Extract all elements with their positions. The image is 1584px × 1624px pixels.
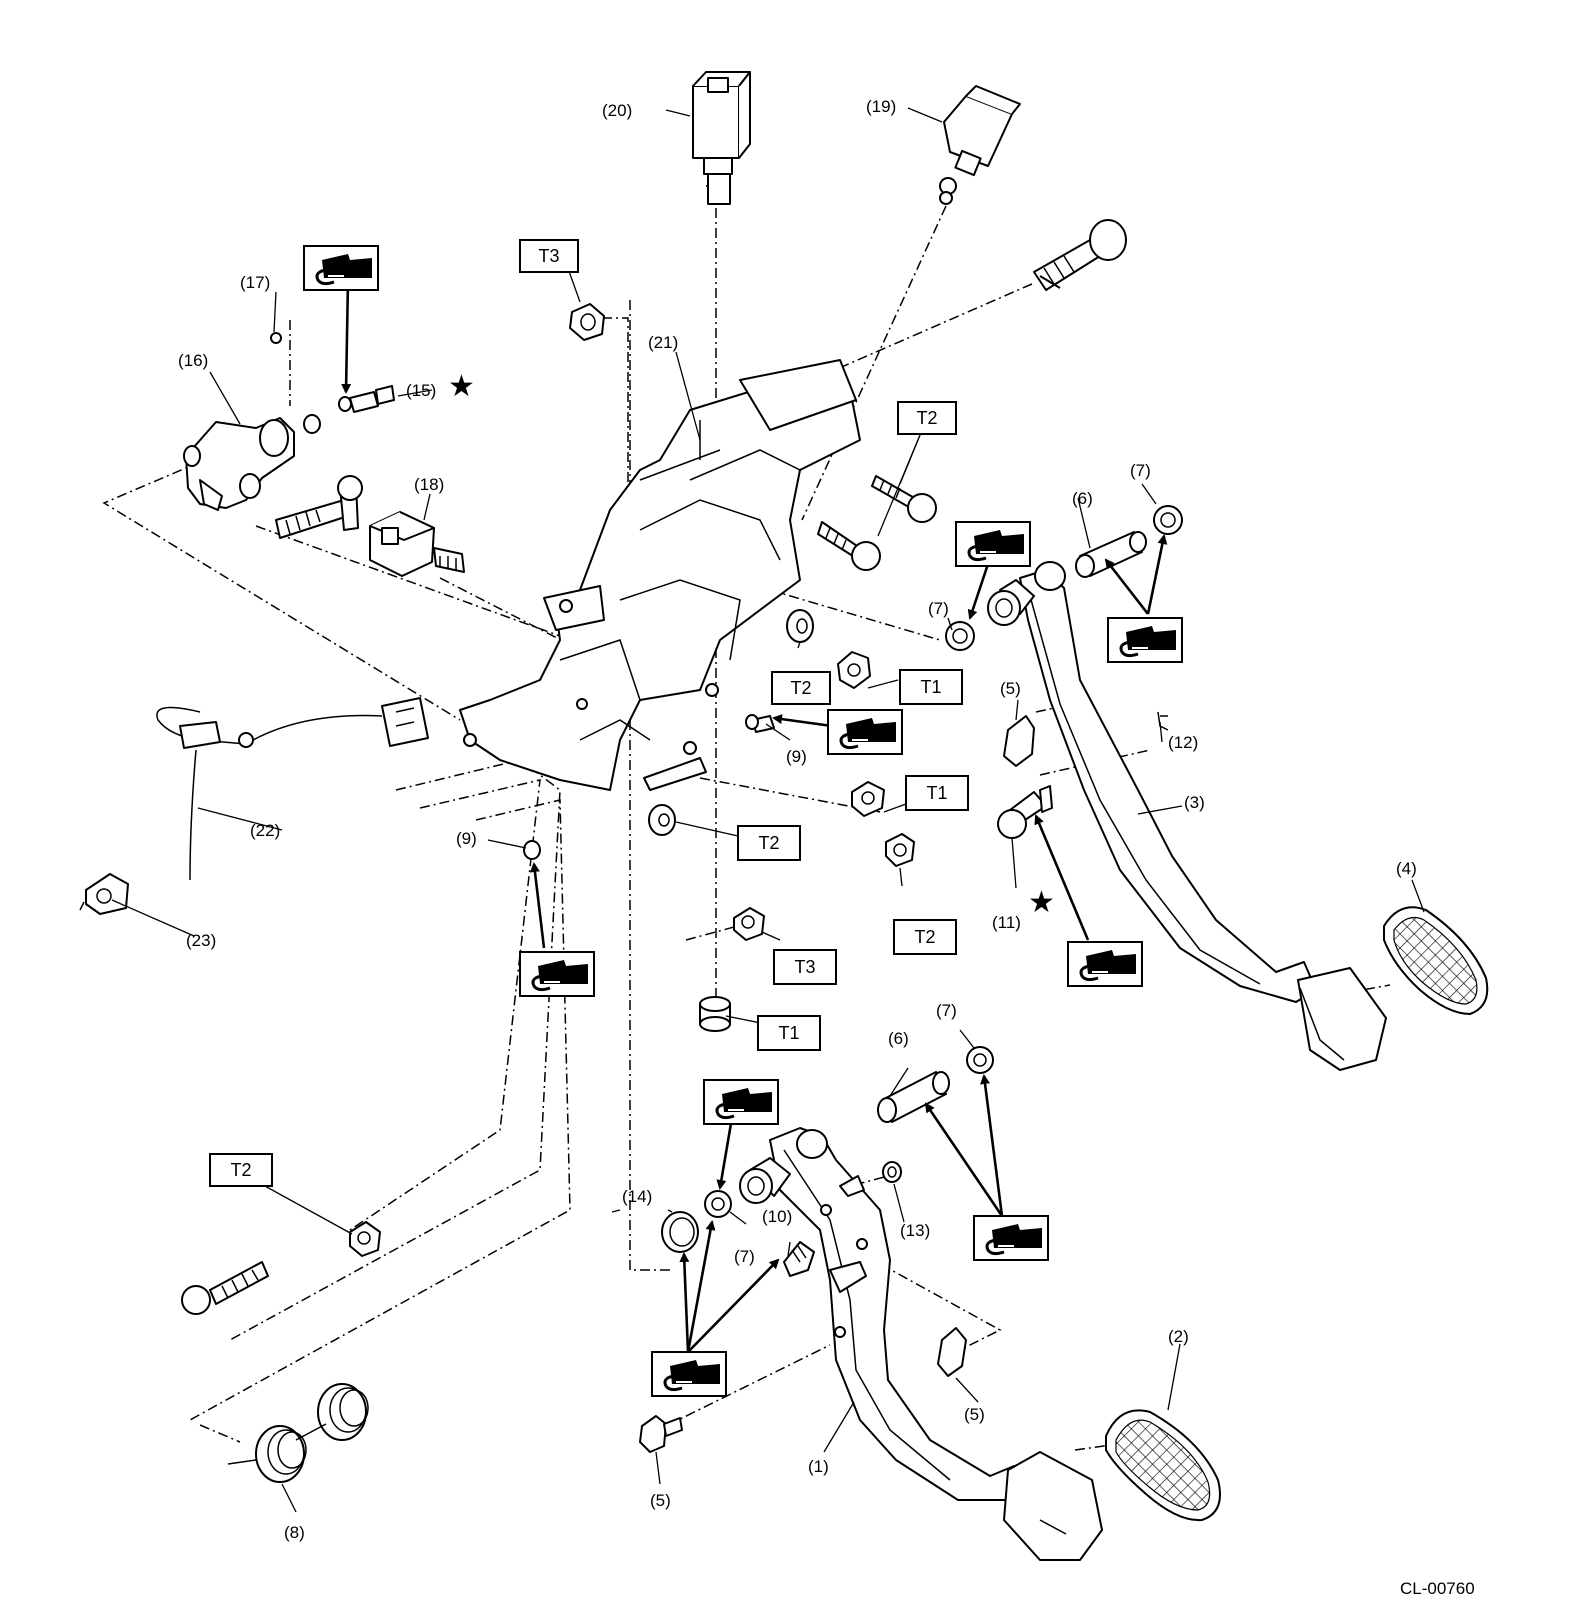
torque-mark-t3: T3 bbox=[773, 949, 837, 985]
svg-text:T1: T1 bbox=[778, 1023, 799, 1043]
part-17-clip bbox=[270, 332, 282, 344]
bolts-t2-angled bbox=[817, 475, 937, 571]
torque-mark-t1: T1 bbox=[757, 1015, 821, 1051]
part-21-pedal-bracket bbox=[459, 359, 861, 791]
part-22-harness bbox=[156, 697, 429, 881]
callout-5: (5) bbox=[964, 1405, 985, 1424]
callout-2: (2) bbox=[1168, 1327, 1189, 1346]
svg-text:T1: T1 bbox=[926, 783, 947, 803]
part-2-pedal-pad bbox=[1105, 1409, 1221, 1522]
part-8-return-spring bbox=[227, 1383, 369, 1483]
torque-mark-t1: T1 bbox=[905, 775, 969, 811]
svg-text:T3: T3 bbox=[794, 957, 815, 977]
part-5-stopper-right bbox=[1003, 715, 1035, 767]
nut-t3-top bbox=[569, 303, 605, 341]
grease-application-icon bbox=[702, 1078, 780, 1126]
part-7-bushing-right bbox=[945, 505, 1183, 651]
svg-text:T3: T3 bbox=[538, 246, 559, 266]
torque-mark-t2: T2 bbox=[209, 1153, 273, 1187]
part-14-spring-ring bbox=[661, 1211, 699, 1253]
callout-9: (9) bbox=[786, 747, 807, 766]
callout-22: (22) bbox=[250, 821, 280, 840]
torque-mark-t2: T2 bbox=[737, 825, 801, 861]
grease-application-icon bbox=[518, 950, 596, 998]
svg-text:T2: T2 bbox=[790, 678, 811, 698]
svg-text:T2: T2 bbox=[916, 408, 937, 428]
svg-text:T2: T2 bbox=[230, 1160, 251, 1180]
callout-12: (12) bbox=[1168, 733, 1198, 752]
callout-4: (4) bbox=[1396, 859, 1417, 878]
part-1-pedal-arm bbox=[739, 1127, 1103, 1561]
callout-labels: (20) (19) (17) (21) (16) (15) (18) (6) (… bbox=[178, 97, 1417, 1542]
callout-5: (5) bbox=[1000, 679, 1021, 698]
callout-1: (1) bbox=[808, 1457, 829, 1476]
part-6-sleeve-right bbox=[1075, 531, 1147, 578]
callout-14: (14) bbox=[622, 1187, 652, 1206]
grease-application-icon bbox=[650, 1350, 728, 1398]
part-20-switch bbox=[692, 71, 751, 205]
callout-7: (7) bbox=[936, 1001, 957, 1020]
callout-18: (18) bbox=[414, 475, 444, 494]
callout-16: (16) bbox=[178, 351, 208, 370]
torque-mark-t2: T2 bbox=[893, 919, 957, 955]
callout-11: (11) bbox=[992, 913, 1021, 932]
callout-10: (10) bbox=[762, 1207, 792, 1226]
grease-application-icon bbox=[826, 708, 904, 756]
callout-21: (21) bbox=[648, 333, 678, 352]
part-11-pin bbox=[997, 785, 1053, 839]
callout-13: (13) bbox=[900, 1221, 930, 1240]
callout-6: (6) bbox=[1072, 489, 1093, 508]
part-4-pedal-pad bbox=[1383, 906, 1489, 1015]
grease-application-icon bbox=[1066, 940, 1144, 988]
part-23-connector bbox=[79, 873, 129, 915]
callout-7: (7) bbox=[928, 599, 949, 618]
pivot-bolt-top bbox=[1033, 219, 1127, 291]
star-icon: ★ bbox=[448, 370, 475, 403]
torque-mark-t2: T2 bbox=[897, 401, 957, 435]
bolt-left bbox=[275, 475, 363, 539]
figure-code: CL-00760 bbox=[1400, 1579, 1475, 1598]
torque-mark-t3: T3 bbox=[519, 239, 579, 273]
part-19-switch bbox=[939, 85, 1021, 205]
part-5-stopper-lower bbox=[639, 1327, 967, 1453]
callout-17: (17) bbox=[240, 273, 270, 292]
grease-application-icon bbox=[1106, 616, 1184, 664]
part-16-clevis bbox=[183, 417, 295, 511]
callout-6: (6) bbox=[888, 1029, 909, 1048]
callout-7: (7) bbox=[1130, 461, 1151, 480]
part-6-sleeve-lower bbox=[877, 1071, 950, 1123]
nuts-middle bbox=[523, 609, 915, 1032]
callout-20: (20) bbox=[602, 101, 632, 120]
callout-3: (3) bbox=[1184, 793, 1205, 812]
svg-text:T2: T2 bbox=[758, 833, 779, 853]
part-18-switch bbox=[369, 511, 465, 577]
callout-8: (8) bbox=[284, 1523, 305, 1542]
part-7-bushing-lower bbox=[704, 1046, 994, 1218]
callout-5: (5) bbox=[650, 1491, 671, 1510]
grease-arrows bbox=[341, 279, 1168, 1353]
part-12-snap-pin bbox=[1157, 711, 1169, 731]
callout-23: (23) bbox=[186, 931, 216, 950]
callout-19: (19) bbox=[866, 97, 896, 116]
svg-text:T1: T1 bbox=[920, 677, 941, 697]
star-icon: ★ bbox=[1028, 886, 1055, 919]
grease-application-icon bbox=[972, 1214, 1050, 1262]
part-3-pedal-arm bbox=[987, 561, 1387, 1071]
bolt-t2-lower bbox=[181, 1221, 381, 1315]
torque-mark-t2: T2 bbox=[771, 671, 831, 705]
svg-text:T2: T2 bbox=[914, 927, 935, 947]
callout-7: (7) bbox=[734, 1247, 755, 1266]
callout-15: (15) bbox=[406, 381, 436, 400]
part-15-pin bbox=[303, 385, 395, 434]
part-13-collar bbox=[882, 1161, 902, 1183]
grease-application-icon bbox=[302, 244, 380, 292]
leader-lines bbox=[111, 107, 1425, 1513]
callout-9: (9) bbox=[456, 829, 477, 848]
torque-mark-t1: T1 bbox=[899, 669, 963, 705]
part-10-pin bbox=[783, 1241, 815, 1277]
grease-application-icon bbox=[954, 520, 1032, 568]
